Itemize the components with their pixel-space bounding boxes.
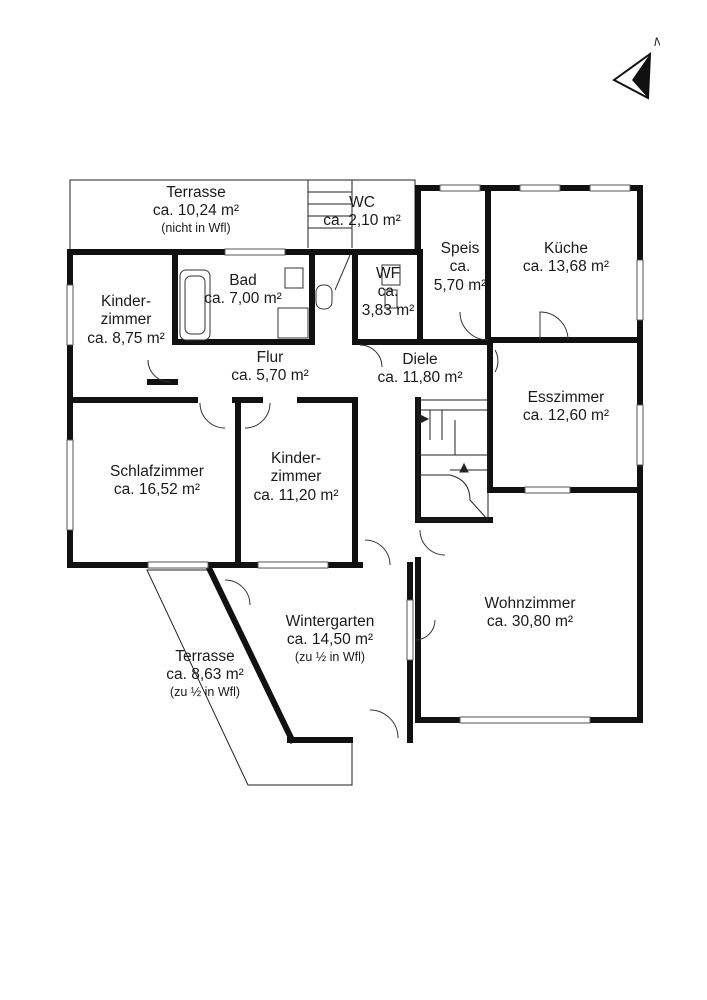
room-terrasse-bottom: Terrasse ca. 8,63 m² (zu ½ in Wfl)	[166, 648, 244, 699]
room-esszimmer: Esszimmer ca. 12,60 m²	[522, 389, 610, 425]
room-bad: Bad ca. 7,00 m²	[204, 272, 282, 308]
room-kueche: Küche ca. 13,68 m²	[522, 240, 610, 276]
toilet-wc	[315, 284, 333, 310]
room-terrasse-top: Terrasse ca. 10,24 m² (nicht in Wfl)	[152, 184, 240, 235]
north-label: N	[654, 35, 660, 49]
room-kinderzimmer-1: Kinder- zimmer ca. 8,75 m²	[87, 293, 165, 347]
room-schlafzimmer: Schlafzimmer ca. 16,52 m²	[110, 463, 204, 499]
sink	[284, 267, 304, 289]
room-speis: Speis ca. 5,70 m²	[433, 240, 487, 294]
room-diele: Diele ca. 11,80 m²	[377, 351, 463, 387]
outside-stairs	[307, 180, 353, 248]
room-wf: WF ca. 3,83 m²	[361, 265, 415, 319]
shower	[277, 307, 309, 339]
room-flur: Flur ca. 5,70 m²	[231, 349, 309, 385]
windows	[66, 184, 644, 724]
room-wc: WC ca. 2,10 m²	[323, 194, 401, 230]
fixtures	[179, 264, 401, 341]
doors	[147, 254, 569, 739]
room-wintergarten: Wintergarten ca. 14,50 m² (zu ½ in Wfl)	[285, 613, 375, 664]
stairs	[417, 399, 489, 521]
north-arrow-icon: N	[610, 34, 663, 104]
room-wohnzimmer: Wohnzimmer ca. 30,80 m²	[484, 595, 576, 631]
room-kinderzimmer-2: Kinder- zimmer ca. 11,20 m²	[253, 450, 339, 504]
